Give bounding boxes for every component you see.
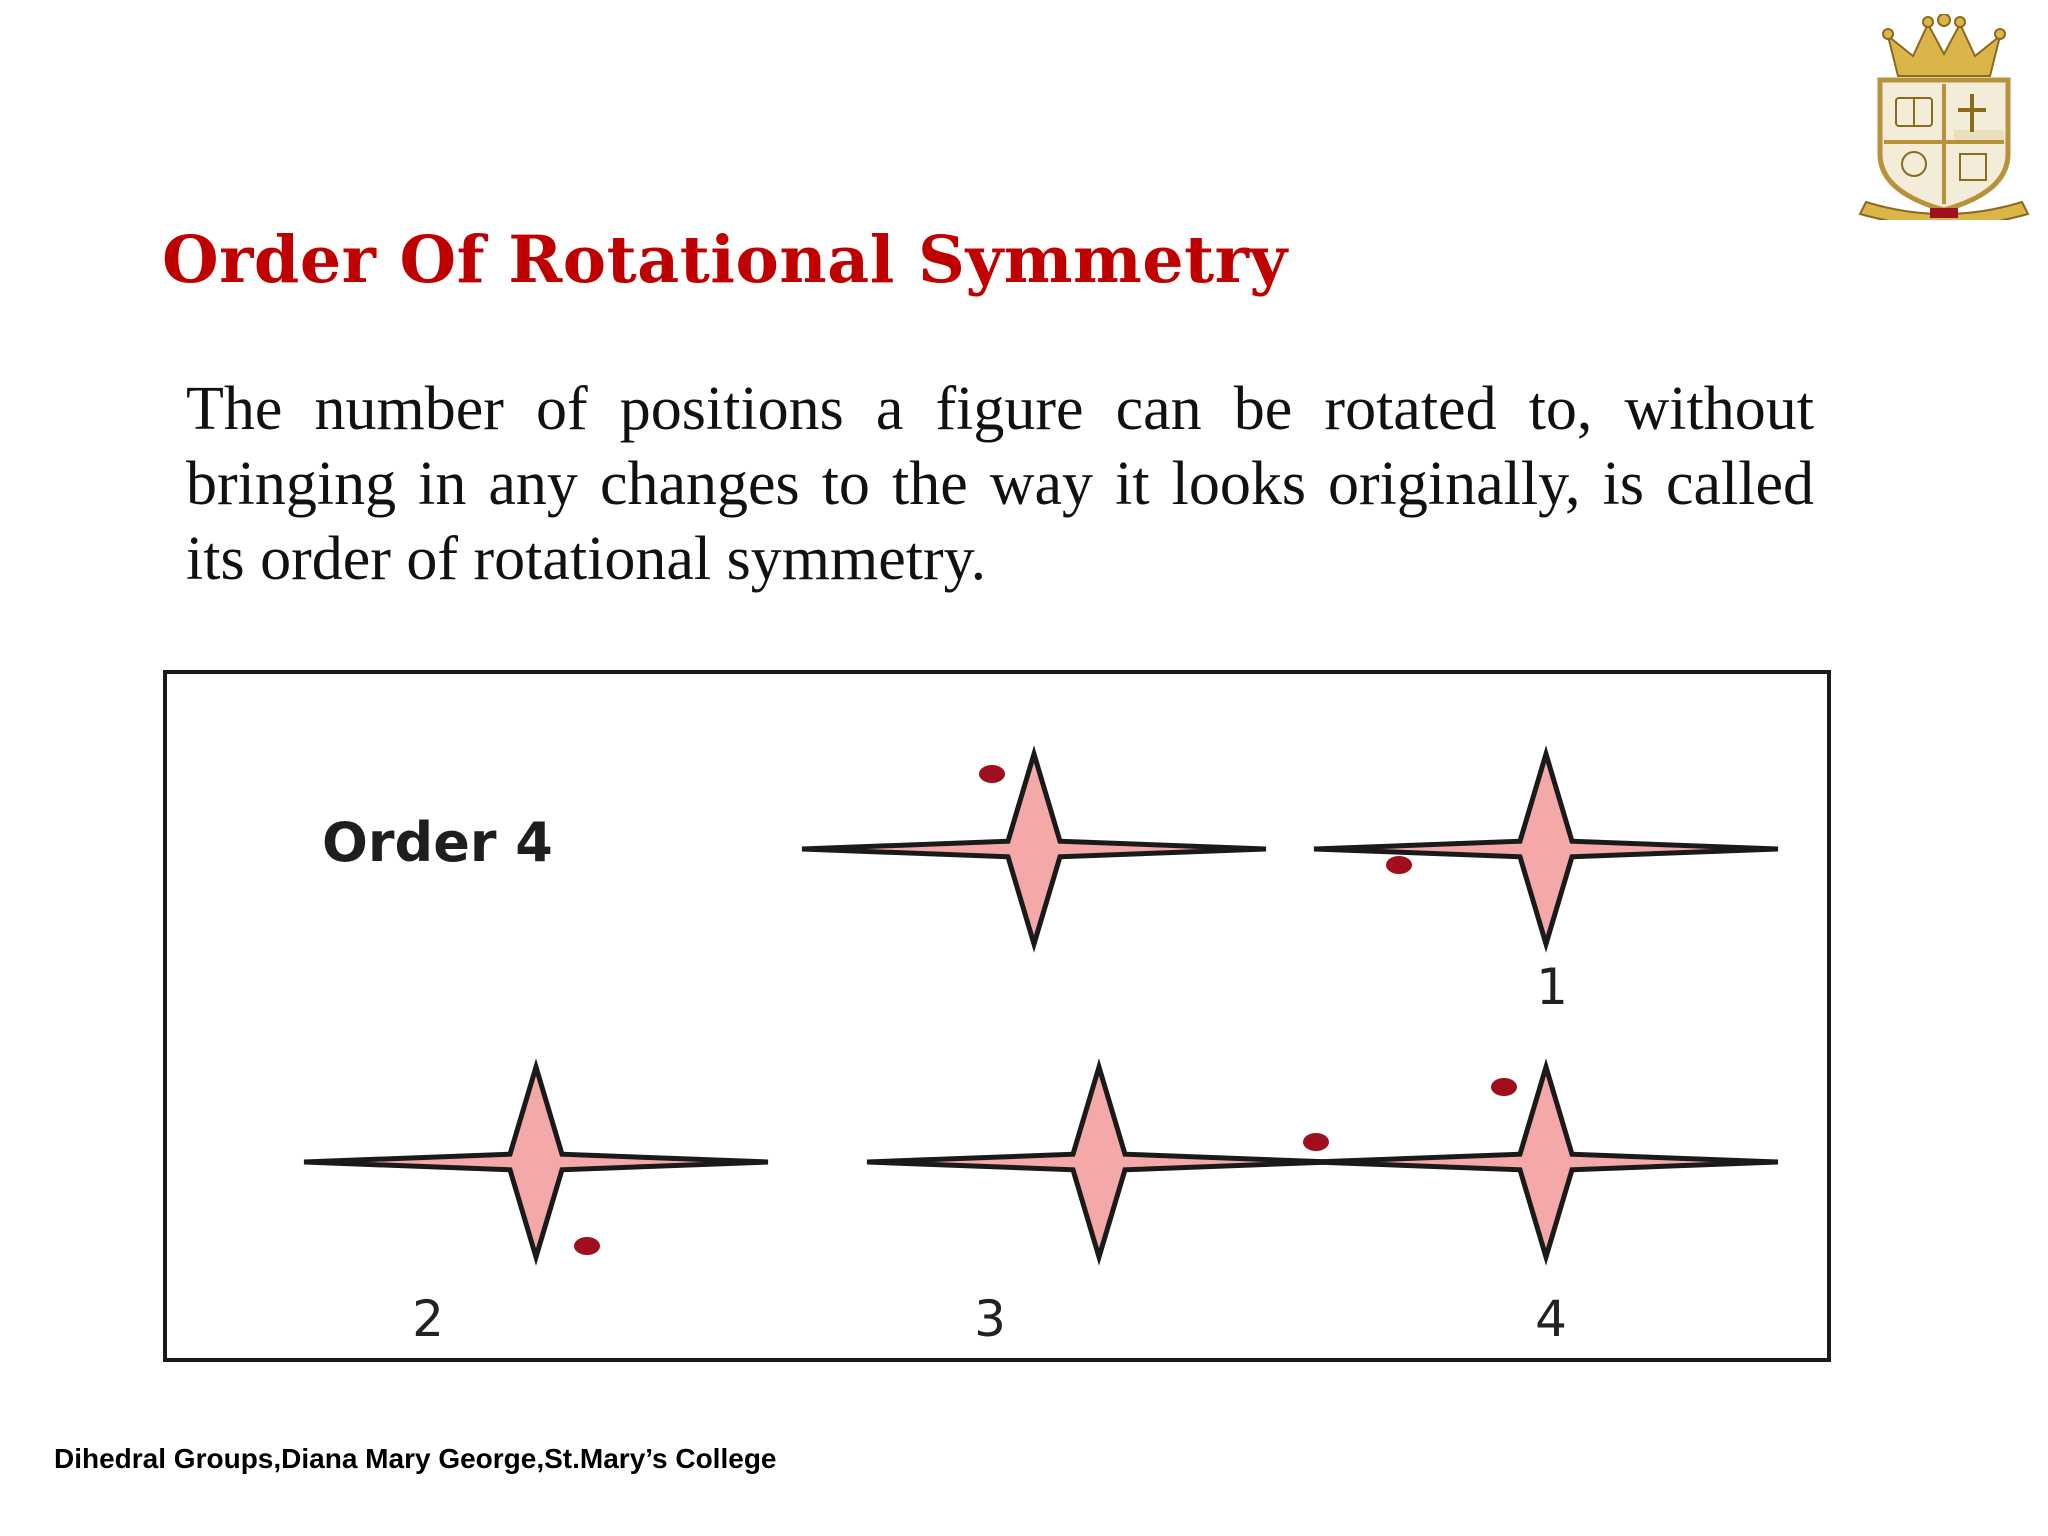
slide-title: Order Of Rotational Symmetry	[162, 222, 1288, 298]
rotation-figure: Order 4 1 2 3 4	[163, 670, 1831, 1362]
four-point-star-4	[1313, 1058, 1779, 1266]
four-point-star-2	[303, 1058, 769, 1266]
orientation-dot-4	[1491, 1078, 1517, 1096]
figure-label: Order 4	[322, 811, 553, 874]
step-number-1: 1	[1536, 958, 1568, 1016]
definition-paragraph: The number of positions a figure can be …	[186, 375, 1814, 593]
step-number-4: 4	[1535, 1290, 1567, 1348]
four-point-star-3	[866, 1058, 1332, 1266]
stars-diagram	[303, 745, 1779, 1266]
orientation-dot-1	[1386, 856, 1412, 874]
college-crest-icon	[1858, 14, 2030, 220]
orientation-dot-3	[1303, 1133, 1329, 1151]
orientation-dot-2	[574, 1237, 600, 1255]
four-point-star-1	[1313, 745, 1779, 953]
footer-caption: Dihedral Groups,Diana Mary George,St.Mar…	[54, 1443, 777, 1474]
step-number-3: 3	[974, 1290, 1006, 1348]
four-point-star-0	[801, 745, 1267, 953]
orientation-dot-0	[979, 765, 1005, 783]
step-number-2: 2	[412, 1290, 444, 1348]
